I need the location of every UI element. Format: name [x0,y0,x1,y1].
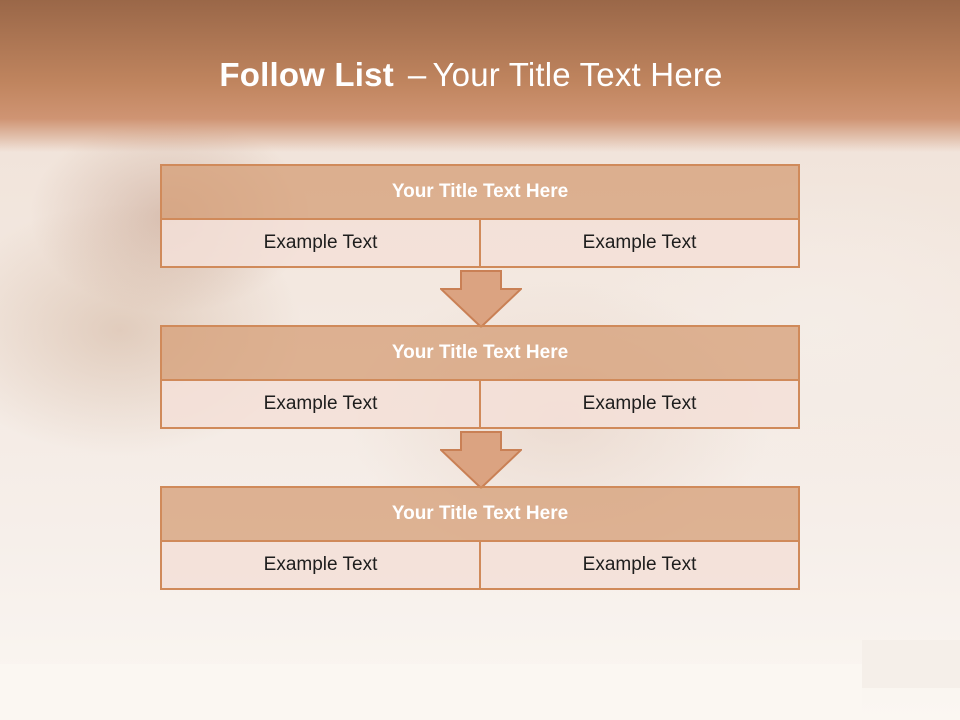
down-arrow-icon [440,431,522,489]
step-cell-left: Example Text [160,379,481,429]
bottom-band [0,664,862,720]
title-rest: Your Title Text Here [432,56,723,93]
down-arrow-icon [440,270,522,328]
title-separator: – [407,56,427,93]
header-band [0,0,960,152]
step-cell-right: Example Text [479,218,800,268]
step-row: Example Text Example Text [160,218,800,268]
step-title: Your Title Text Here [160,164,800,220]
step-row: Example Text Example Text [160,379,800,429]
step-block-3: Your Title Text Here Example Text Exampl… [160,486,800,590]
bottom-right-strip [862,640,960,688]
step-cell-right: Example Text [479,379,800,429]
step-row: Example Text Example Text [160,540,800,590]
title-bold: Follow List [219,56,394,93]
step-cell-left: Example Text [160,540,481,590]
step-cell-left: Example Text [160,218,481,268]
step-cell-right: Example Text [479,540,800,590]
step-block-2: Your Title Text Here Example Text Exampl… [160,325,800,429]
step-title: Your Title Text Here [160,325,800,381]
step-block-1: Your Title Text Here Example Text Exampl… [160,164,800,268]
slide-title: Follow List–Your Title Text Here [0,56,942,94]
step-title: Your Title Text Here [160,486,800,542]
